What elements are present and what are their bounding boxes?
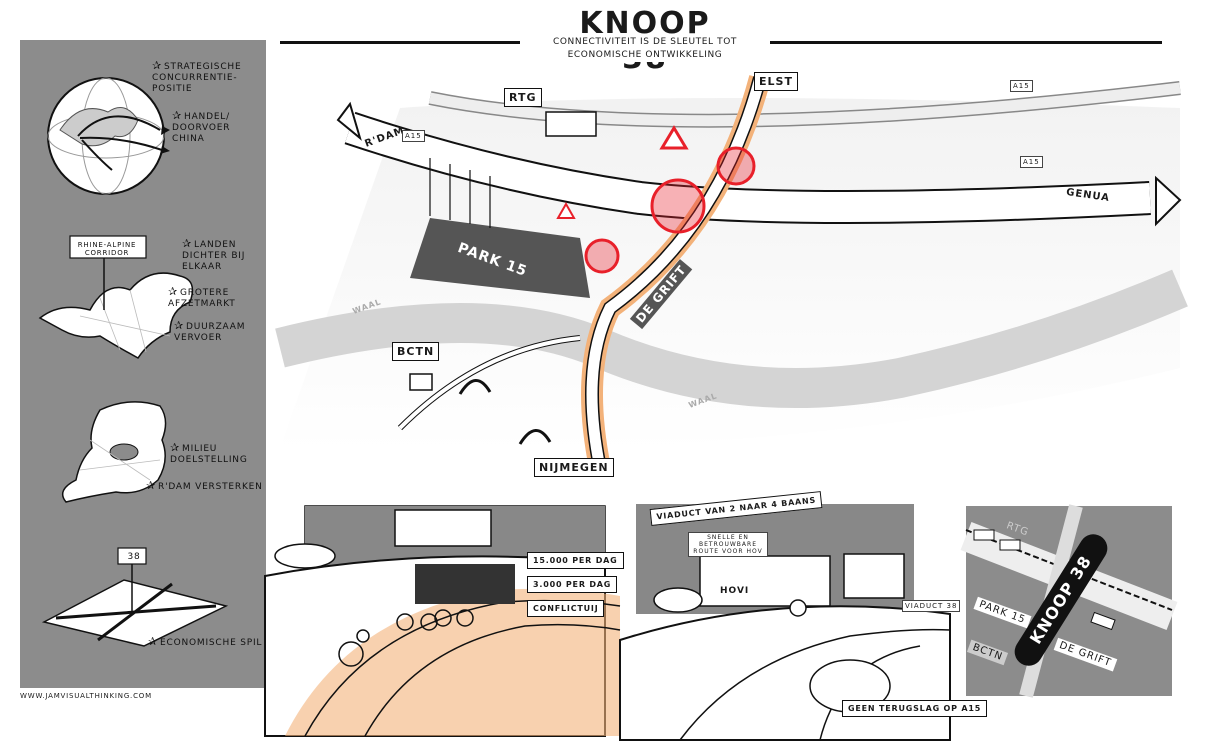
conflict-markers <box>556 125 756 274</box>
note-trade-china: ✰HANDEL/ DOORVOER CHINA <box>172 109 231 144</box>
arrow-rdam-icon <box>336 101 362 141</box>
arrow-genua-icon <box>1155 175 1182 227</box>
star-icon: ✰ <box>170 441 181 454</box>
car-icon <box>274 543 336 569</box>
bridge-icon <box>518 429 552 445</box>
bctn-building <box>409 373 433 391</box>
tag-conflict-free: CONFLICTUIJ <box>527 600 605 617</box>
sign-elst: ELST <box>754 72 798 91</box>
corridor-label: RHINE-ALPINE CORRIDOR <box>77 241 137 257</box>
sign-a15-left: A15 <box>402 130 425 142</box>
star-icon: ✰ <box>148 635 159 648</box>
sign-nijmegen: NIJMEGEN <box>534 458 614 477</box>
sign-a15-top: A15 <box>1010 80 1033 92</box>
sign-bctn: BCTN <box>392 342 440 361</box>
note-sustainable-transport: ✰DUURZAAM VERVOER <box>174 319 246 343</box>
cyclists-icon <box>338 609 474 667</box>
tag-no-backlog-a15: GEEN TERUGSLAG OP A15 <box>842 700 988 717</box>
warning-icon <box>659 125 689 150</box>
star-icon: ✰ <box>174 319 185 332</box>
star-icon: ✰ <box>168 285 179 298</box>
note-hov-route: SNELLE EN BETROUWBARE ROUTE VOOR HOV <box>688 532 768 557</box>
tunnel-opening <box>415 564 515 604</box>
wind-turbines <box>429 158 491 228</box>
truck-icon <box>394 509 492 547</box>
conflict-circle-center <box>650 178 706 234</box>
warning-icon <box>556 201 576 219</box>
map-drawing <box>275 75 1188 471</box>
note-countries-closer: ✰LANDEN DICHTER BIJ ELKAAR <box>182 237 246 272</box>
truck-icon <box>843 553 905 599</box>
bike-tunnel-drawing <box>264 505 621 737</box>
park15-area <box>410 218 590 298</box>
left-panel: ✰STRATEGISCHE CONCURRENTIE-POSITIE ✰HAND… <box>20 40 266 688</box>
note-strengthen-rdam: ✰R'DAM VERSTERKEN <box>146 479 263 492</box>
panel-overview: RTG PARK 15 BCTN DE GRIFT KNOOP 38 <box>960 504 1178 698</box>
road-crossing-icon <box>41 547 229 647</box>
bus-icon <box>699 555 831 607</box>
sign-viaduct-38: VIADUCT 38 <box>902 600 961 612</box>
panel-viaduct: VIADUCT VAN 2 NAAR 4 BAANS SNELLE EN BET… <box>619 490 988 741</box>
star-icon: ✰ <box>182 237 193 250</box>
bridge-icon <box>458 379 492 395</box>
page-subtitle: CONNECTIVITEIT IS DE SLEUTEL TOT ECONOMI… <box>520 36 770 62</box>
conflict-circle-park <box>584 238 620 274</box>
note-environment-goal: ✰MILIEU DOELSTELLING <box>170 441 248 465</box>
sign-rtg: RTG <box>504 88 542 107</box>
note-larger-market: ✰GROTERE AFZETMARKT <box>168 285 236 309</box>
rtg-containers <box>545 111 597 137</box>
main-map: R'DAM GENUA PARK 15 DE GRIFT WAAL WAAL R… <box>275 48 1188 488</box>
globe-icon <box>47 77 170 195</box>
river-waal <box>275 269 1188 408</box>
panel-bike-tunnel: 15.000 PER DAG 3.000 PER DAG CONFLICTUIJ <box>264 505 624 737</box>
crossing-sign: 38 <box>127 552 141 562</box>
bus-label: HOVI <box>720 586 750 596</box>
star-icon: ✰ <box>172 109 183 122</box>
star-icon: ✰ <box>152 59 163 72</box>
netherlands-map-icon <box>61 401 167 503</box>
star-icon: ✰ <box>146 479 157 492</box>
left-panel-drawings <box>38 77 229 647</box>
note-strategic-position: ✰STRATEGISCHE CONCURRENTIE-POSITIE <box>152 59 242 94</box>
note-economic-hub: ✰ECONOMISCHE SPIL <box>148 635 263 648</box>
tag-cars-per-day: 15.000 PER DAG <box>527 552 624 569</box>
tag-bikes-per-day: 3.000 PER DAG <box>527 576 618 593</box>
sign-a15-right: A15 <box>1020 156 1043 168</box>
credit-text: WWW.JAMVISUALTHINKING.COM <box>20 692 152 700</box>
car-icon <box>653 587 703 613</box>
europe-map-icon <box>38 235 194 359</box>
cyclist-icon <box>789 599 807 617</box>
conflict-circle-north <box>716 146 756 186</box>
